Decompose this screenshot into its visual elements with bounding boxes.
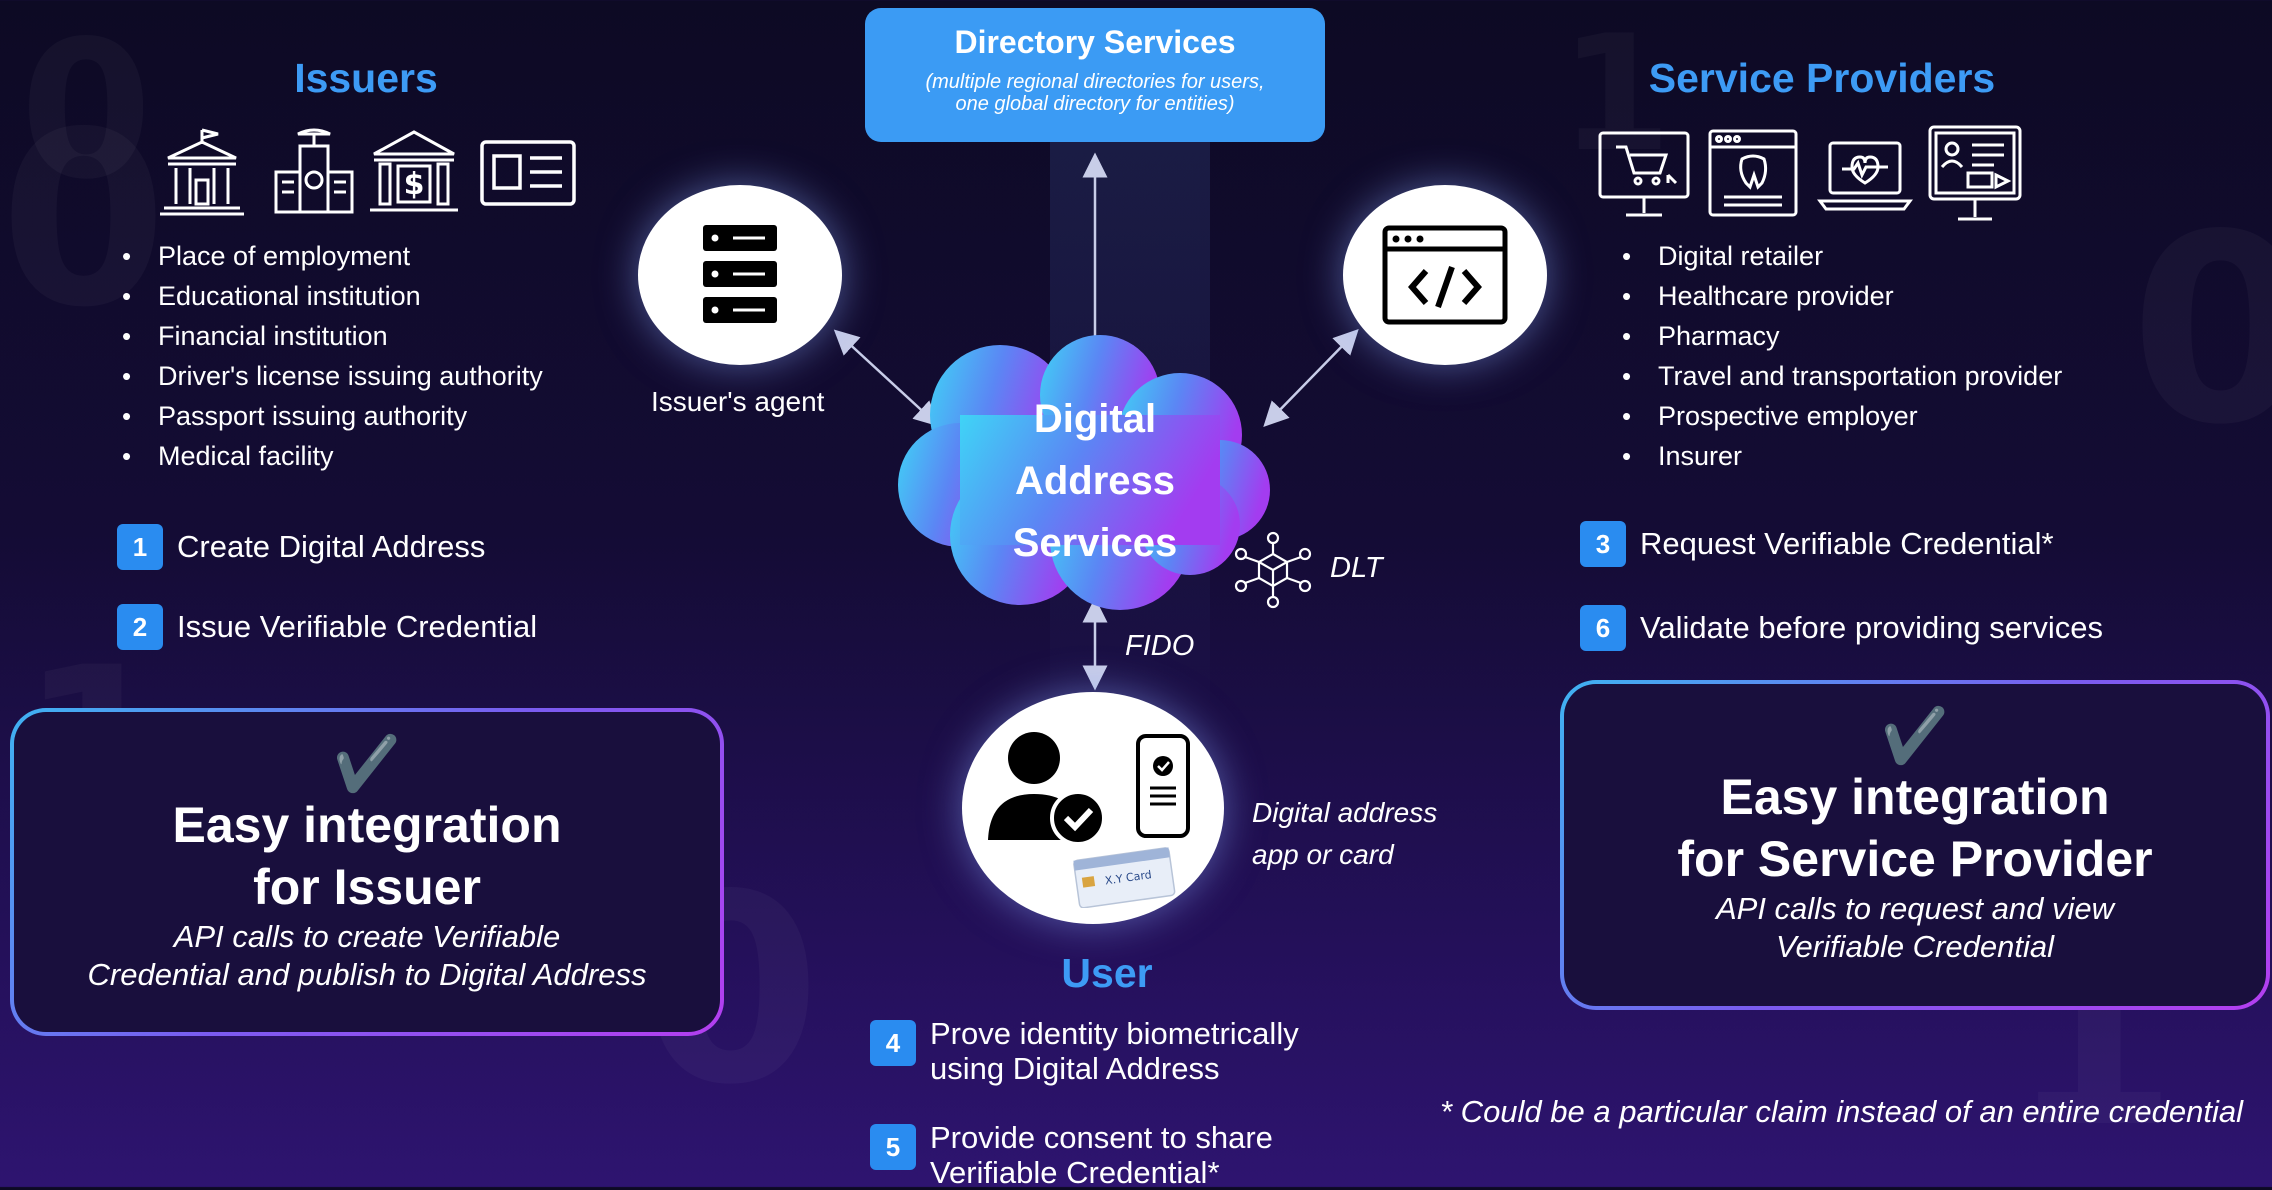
list-item: Educational institution [122,276,543,316]
issuer-agent-link [833,329,940,427]
issuers-heading: Issuers [294,55,438,101]
step-label: Create Digital Address [177,529,486,564]
step-provide-consent: 5 Provide consent to share Verifiable Cr… [870,1120,1273,1190]
list-item: Driver's license issuing authority [122,356,543,396]
issuers-list: Place of employment Educational institut… [122,236,543,476]
list-item: Prospective employer [1622,396,2062,436]
step-number: 2 [117,604,163,650]
service-link [1263,329,1359,427]
step-label: Provide consent to share [930,1120,1273,1155]
step-label: Verifiable Credential* [930,1155,1220,1190]
check-icon: ✔️ [1881,704,1949,767]
network-nodes-icon [1234,531,1312,609]
integration-title: for Issuer [253,859,481,915]
bank-dollar-icon: $ [370,130,458,212]
step-label: Validate before providing services [1640,610,2103,645]
directory-subtitle: (multiple regional directories for users… [925,71,1265,93]
dlt-label: DLT [1330,552,1383,584]
center-line: Address [1014,459,1176,503]
user-heading: User [1061,950,1153,996]
list-item: Digital retailer [1622,236,2062,276]
check-icon: ✔️ [333,732,401,795]
center-line: Services [1012,521,1178,565]
step-number: 3 [1580,521,1626,567]
protest-building-icon [274,128,354,214]
center-label: Digital Address Services [960,388,1230,574]
service-provider-agent-circle [1343,185,1547,365]
shopping-cart-monitor-icon [1598,131,1690,217]
step-label: using Digital Address [930,1051,1220,1086]
integration-subtitle: API calls to create Verifiable [173,919,561,954]
issuer-agent-label: Issuer's agent [651,386,825,417]
directory-subtitle: one global directory for entities) [955,93,1235,115]
user-verified-icon: X.Y Card [988,732,1190,908]
center-line: Digital [1033,397,1157,441]
step-number: 6 [1580,605,1626,651]
integration-title: Easy integration [1720,769,2110,825]
step-prove-identity: 4 Prove identity biometrically using Dig… [870,1016,1299,1086]
code-window-icon [1382,225,1508,325]
id-card-image: X.Y Card [1073,847,1176,908]
list-item: Healthcare provider [1622,276,2062,316]
government-building-icon [160,128,244,216]
integration-subtitle: Verifiable Credential [1775,929,2054,964]
profile-monitor-icon [1928,125,2022,221]
card-text: X.Y Card [1104,868,1152,887]
user-circle: X.Y Card [962,692,1224,924]
fido-label: FIDO [1125,630,1195,662]
user-app-label: Digital address app or card [1252,792,1437,876]
service-providers-heading: Service Providers [1648,55,1996,101]
step-label: Prove identity biometrically [930,1016,1299,1051]
service-provider-integration-box: ✔️ Easy integration for Service Provider… [1560,680,2270,1010]
step-label: Issue Verifiable Credential [177,609,538,644]
app-label-line: Digital address [1252,797,1438,828]
step-label: Request Verifiable Credential* [1640,526,2054,561]
integration-title: for Service Provider [1677,831,2153,887]
issuer-agent-circle [638,185,842,365]
footnote: * Could be a particular claim instead of… [1440,1094,2244,1129]
list-item: Travel and transportation provider [1622,356,2062,396]
list-item: Passport issuing authority [122,396,543,436]
id-card-icon [480,140,576,206]
step-number: 5 [870,1124,916,1170]
phone-icon [1136,734,1190,838]
step-number: 1 [117,524,163,570]
integration-title: Easy integration [172,797,562,853]
step-validate: 6 Validate before providing services [1580,605,2103,651]
list-item: Financial institution [122,316,543,356]
list-item: Medical facility [122,436,543,476]
svg-text:$: $ [404,167,425,202]
digital-address-cloud [898,335,1270,610]
service-provider-icons [1598,125,2028,230]
directory-title: Directory Services [954,24,1236,60]
service-providers-list: Digital retailer Healthcare provider Pha… [1622,236,2062,476]
step-number: 4 [870,1020,916,1066]
step-issue-credential: 2 Issue Verifiable Credential [117,604,537,650]
server-icon [703,225,777,323]
step-create-digital-address: 1 Create Digital Address [117,524,485,570]
issuer-integration-box: ✔️ Easy integration for Issuer API calls… [10,708,724,1036]
app-label-line: app or card [1252,839,1394,870]
dental-browser-icon [1708,129,1798,217]
step-request-credential: 3 Request Verifiable Credential* [1580,521,2054,567]
issuer-icons: $ [160,128,580,223]
directory-services-box: Directory Services (multiple regional di… [865,8,1325,142]
health-laptop-icon [1817,141,1913,211]
integration-subtitle: Credential and publish to Digital Addres… [87,957,647,992]
list-item: Place of employment [122,236,543,276]
list-item: Pharmacy [1622,316,2062,356]
list-item: Insurer [1622,436,2062,476]
integration-subtitle: API calls to request and view [1715,891,2115,926]
